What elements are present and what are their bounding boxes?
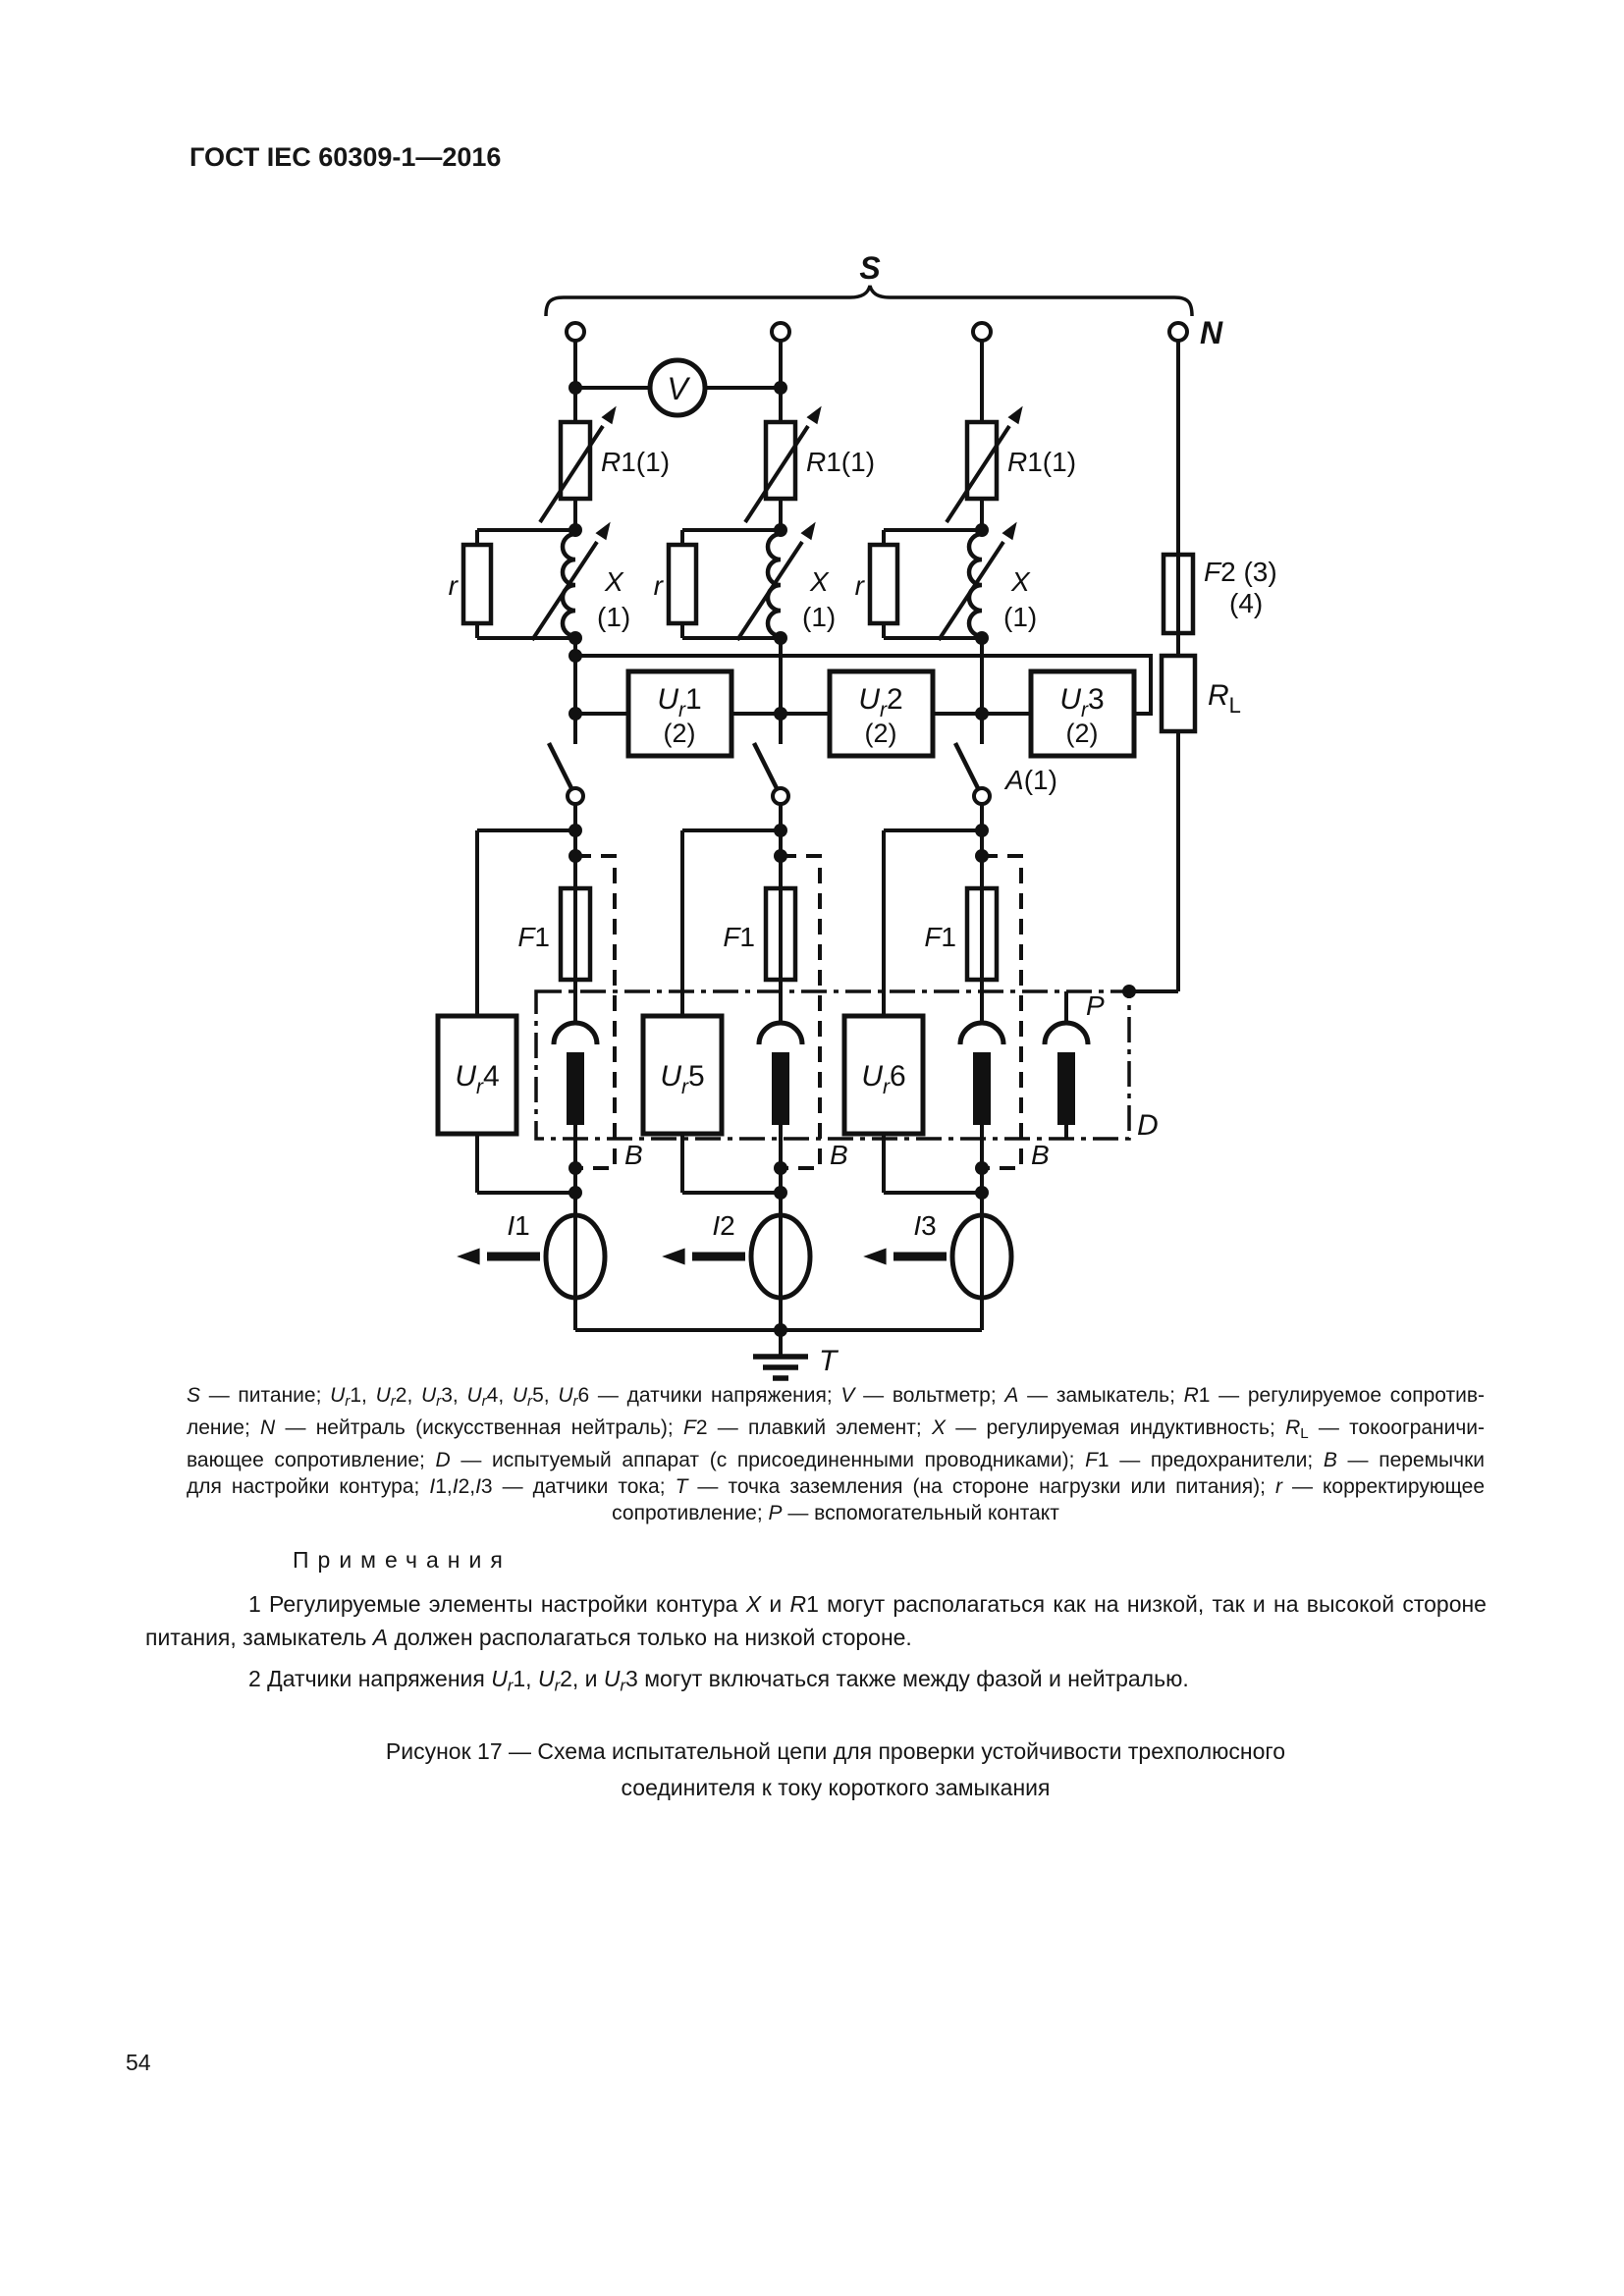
- label-ur5: Ur5: [660, 1060, 704, 1098]
- label-i1: I1: [507, 1210, 529, 1241]
- terminal-neutral: [1167, 321, 1189, 343]
- label-r1-phase3: R1(1): [1007, 447, 1076, 477]
- document-header: ГОСТ IEC 60309-1—2016: [189, 142, 502, 172]
- notes-section: Примечания 1 Регулируемые элементы настр…: [145, 1547, 1487, 1711]
- label-f1-phase1: F1: [517, 922, 550, 952]
- caption-line: вающее сопротивление; D — испытуемый апп…: [187, 1449, 1485, 1472]
- corrective-resistor-phase3: [867, 542, 900, 626]
- figure-title: Рисунок 17 — Схема испытательной цепи дл…: [187, 1734, 1485, 1806]
- test-device-boundary: D: [534, 989, 1159, 1142]
- label-ur2: Ur2: [858, 683, 902, 721]
- caption-line: ление; N — нейтраль (искусственная нейтр…: [187, 1416, 1486, 1443]
- label-b-phase1: B: [624, 1140, 643, 1170]
- circuit-diagram: S R1(1) r X (1) F1: [435, 250, 1277, 1394]
- voltage-sensor-ur3-box: [1028, 668, 1137, 759]
- voltage-sensor-ur4-box: [435, 1013, 519, 1137]
- ground-symbol: [753, 1357, 808, 1378]
- limiting-resistor-rl: [1159, 653, 1198, 734]
- label-t: T: [819, 1345, 839, 1377]
- label-ur4: Ur4: [455, 1060, 499, 1098]
- voltage-sensor-ur1-box: [625, 668, 734, 759]
- voltage-sensor-ur6-box: [841, 1013, 926, 1137]
- label-ur3-note: (2): [1066, 719, 1099, 748]
- jumper-b-phase3: [982, 854, 1023, 1170]
- label-i2: I2: [712, 1210, 734, 1241]
- label-r-phase1: r: [449, 570, 460, 601]
- label-b-phase3: B: [1031, 1140, 1050, 1170]
- label-f1-phase3: F1: [924, 922, 956, 952]
- figure-caption: S — питание; Ur1, Ur2, Ur3, Ur4, Ur5, Ur…: [187, 1382, 1485, 1526]
- corrective-resistor-phase2: [666, 542, 699, 626]
- label-x1-phase2: (1): [802, 602, 836, 632]
- label-b-phase2: B: [830, 1140, 848, 1170]
- phase-line-3: R1(1) r X (1) A(1) F1 Ur6 B: [841, 321, 1076, 1330]
- note-item: 2 Датчики напряжения Ur1, Ur2, и Ur3 мог…: [248, 1666, 1189, 1695]
- voltage-sensor-delta: Ur1 (2) Ur2 (2) Ur3 (2): [575, 654, 1153, 759]
- label-d: D: [1137, 1109, 1159, 1142]
- test-contact-2: [759, 1017, 802, 1125]
- jumper-b-phase2: [781, 854, 822, 1170]
- label-f2: F2 (3): [1204, 557, 1277, 587]
- current-sensor-i1: [457, 1215, 605, 1298]
- neutral-line: N F2 (3) (4) RL P: [1045, 315, 1277, 1139]
- label-r-phase3: r: [855, 570, 866, 601]
- voltage-sensor-ur5-box: [640, 1013, 725, 1137]
- supply-brace: S: [544, 250, 1194, 317]
- test-contact-3: [960, 1017, 1003, 1125]
- phase-line-2: R1(1) r X (1) F1 Ur5 B I2: [640, 321, 875, 1330]
- label-x-phase1: X: [604, 566, 624, 597]
- terminal-phase3: [971, 321, 993, 343]
- voltmeter: V: [575, 357, 781, 418]
- label-voltmeter: V: [667, 371, 690, 406]
- label-ur2-note: (2): [865, 719, 897, 748]
- jumper-b-phase1: [575, 854, 617, 1170]
- fuse-f2: [1161, 552, 1196, 636]
- phase-line-1: R1(1) r X (1) F1 Ur4 B: [435, 321, 670, 1330]
- label-a-switch: A(1): [1003, 765, 1057, 795]
- label-neutral: N: [1200, 315, 1223, 350]
- terminal-phase1: [565, 321, 586, 343]
- caption-line: сопротивление; P — вспомогательный конта…: [612, 1502, 1059, 1525]
- corrective-resistor-phase1: [460, 542, 494, 626]
- switch-a-phase3: [955, 743, 990, 804]
- page-number: 54: [126, 2050, 151, 2075]
- label-rl: RL: [1208, 679, 1241, 718]
- caption-line: S — питание; Ur1, Ur2, Ur3, Ur4, Ur5, Ur…: [187, 1384, 1485, 1411]
- voltage-sensor-ur2-box: [827, 668, 936, 759]
- auxiliary-contact-p: [1045, 1017, 1088, 1125]
- current-sensor-i3: [863, 1215, 1011, 1298]
- label-r-phase2: r: [654, 570, 665, 601]
- terminal-phase2: [770, 321, 791, 343]
- label-x1-phase1: (1): [597, 602, 630, 632]
- label-x-phase2: X: [809, 566, 830, 597]
- label-ur1-note: (2): [664, 719, 696, 748]
- figure-title-line2: соединителя к току короткого замыкания: [621, 1775, 1051, 1800]
- caption-line: для настройки контура; I1,I2,I3 — датчик…: [187, 1475, 1485, 1499]
- figure-title-line1: Рисунок 17 — Схема испытательной цепи дл…: [385, 1738, 1286, 1764]
- ground-point: T: [575, 1323, 982, 1378]
- current-sensor-i2: [662, 1215, 810, 1298]
- label-f2b: (4): [1229, 588, 1263, 618]
- note-item: 1 Регулируемые элементы настройки контур…: [145, 1591, 1487, 1650]
- label-ur1: Ur1: [657, 683, 701, 721]
- switch-a-phase2: [754, 743, 788, 804]
- label-supply: S: [859, 250, 881, 286]
- label-r1-phase2: R1(1): [806, 447, 875, 477]
- label-r1-phase1: R1(1): [601, 447, 670, 477]
- label-p: P: [1086, 990, 1105, 1021]
- label-ur6: Ur6: [861, 1060, 905, 1098]
- label-i3: I3: [913, 1210, 936, 1241]
- label-x-phase3: X: [1010, 566, 1031, 597]
- label-f1-phase2: F1: [723, 922, 755, 952]
- test-contact-1: [554, 1017, 597, 1125]
- switch-a-phase1: [549, 743, 583, 804]
- label-x1-phase3: (1): [1003, 602, 1037, 632]
- notes-heading: Примечания: [293, 1547, 512, 1573]
- label-ur3: Ur3: [1059, 683, 1104, 721]
